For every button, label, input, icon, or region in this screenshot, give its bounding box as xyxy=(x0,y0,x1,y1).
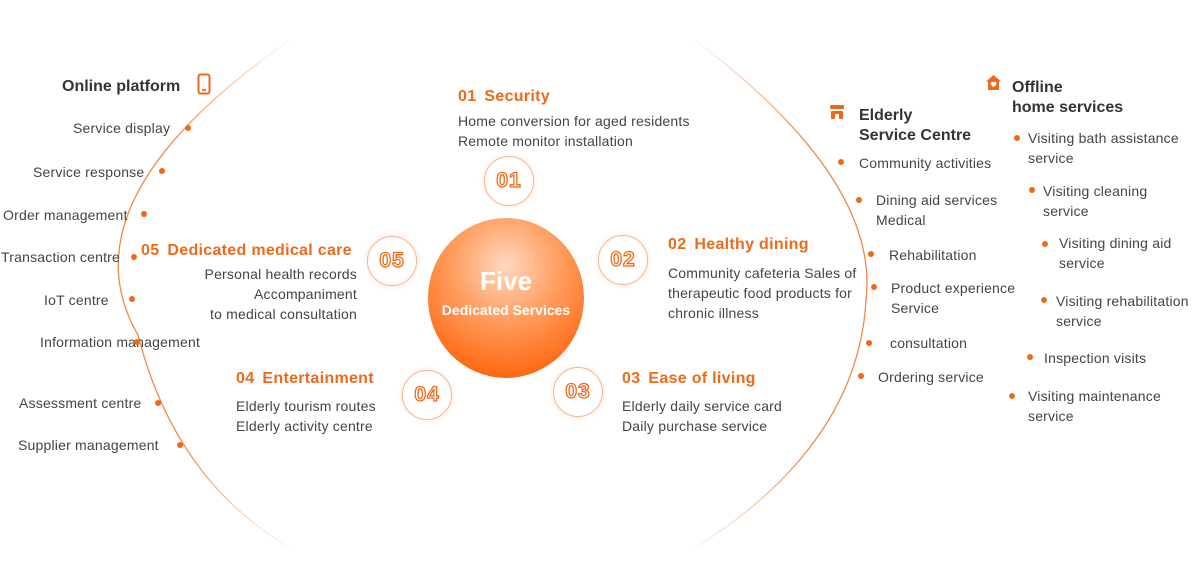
ring-02: 02 xyxy=(598,235,648,285)
online-item-supplier-management: Supplier management xyxy=(18,437,159,453)
bullet-dot xyxy=(141,211,147,217)
bullet-dot xyxy=(1009,393,1015,399)
bullet-dot xyxy=(159,168,165,174)
online-item-assessment-centre: Assessment centre xyxy=(19,395,142,411)
bullet-dot xyxy=(871,284,877,290)
bullet-dot xyxy=(177,442,183,448)
bullet-dot xyxy=(1042,241,1048,247)
bullet-dot xyxy=(838,159,844,165)
bullet-dot xyxy=(866,340,872,346)
online-item-information-management: Information management xyxy=(40,334,201,350)
center-circle: Five Dedicated Services xyxy=(428,218,584,378)
building-icon xyxy=(830,105,844,119)
phone-icon xyxy=(197,73,211,95)
bullet-dot xyxy=(155,400,161,406)
centre-item-ordering-service: Ordering service xyxy=(878,369,984,385)
bullet-dot xyxy=(1014,135,1020,141)
bullet-dot xyxy=(185,125,191,131)
ring-04: 04 xyxy=(402,370,452,420)
home-heart-icon xyxy=(986,75,1001,90)
online-item-iot-centre: IoT centre xyxy=(44,292,109,308)
centre-item-community-activities: Community activities xyxy=(859,155,992,171)
bullet-dot xyxy=(868,251,874,257)
center-subtitle: Dedicated Services xyxy=(441,302,571,318)
centre-item-consultation: consultation xyxy=(890,335,968,351)
bullet-dot xyxy=(129,296,135,302)
bullet-dot xyxy=(1029,187,1035,193)
bullet-dot xyxy=(1027,354,1033,360)
centre-item-rehabilitation: Rehabilitation xyxy=(889,247,977,263)
left-arc xyxy=(117,39,291,549)
bullet-dot xyxy=(1041,297,1047,303)
online-item-order-management: Order management xyxy=(3,207,128,223)
right-arc xyxy=(694,39,868,549)
online-item-service-display: Service display xyxy=(73,120,171,136)
online-item-service-response: Service response xyxy=(33,164,145,180)
ring-03: 03 xyxy=(553,367,603,417)
online-platform-title: Online platform xyxy=(62,78,181,95)
ring-05: 05 xyxy=(367,236,417,286)
bullet-dot xyxy=(134,339,140,345)
offline-item-inspection: Inspection visits xyxy=(1044,350,1147,366)
online-item-transaction-centre: Transaction centre xyxy=(1,249,121,265)
bullet-dot xyxy=(131,254,137,260)
bullet-dot xyxy=(856,197,862,203)
bullet-dot xyxy=(858,373,864,379)
center-title: Five xyxy=(479,266,533,296)
ring-01: 01 xyxy=(484,156,534,206)
